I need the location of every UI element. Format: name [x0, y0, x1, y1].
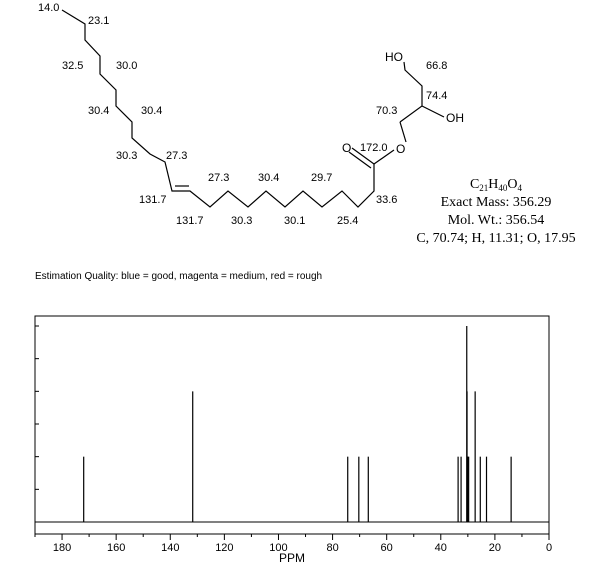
x-tick-label-80: 80: [326, 542, 338, 554]
shift-label-c10: 131.7: [139, 194, 167, 206]
formula-block: C21H40O4 Exact Mass: 356.29 Mol. Wt.: 35…: [416, 177, 575, 246]
shift-label-c1: 172.0: [360, 142, 388, 154]
shift-label-glycerol-ch2: 70.3: [376, 105, 397, 117]
alkyl-chain-bonds: [61, 9, 375, 208]
shift-label-c12: 30.3: [116, 150, 137, 162]
x-axis-ticks: 180 160 140 120 100 80 60 40 20 0: [34, 534, 552, 554]
x-tick-label-160: 160: [107, 542, 125, 554]
peak-lines: [83, 326, 512, 522]
shift-label-c13: 30.4: [141, 105, 162, 117]
x-tick-label-140: 140: [161, 542, 179, 554]
shift-label-glycerol-ch2oh: 66.8: [426, 60, 447, 72]
shift-label-c6: 30.4: [258, 172, 279, 184]
spectrum-chart: 180 160 140 120 100 80 60 40 20 0 PPM: [34, 315, 552, 565]
shift-label-c11: 27.3: [166, 150, 187, 162]
carbonyl-bond-2: [348, 151, 372, 169]
x-tick-label-60: 60: [381, 542, 393, 554]
mol-wt: Mol. Wt.: 356.54: [448, 213, 545, 228]
shift-label-c7: 30.3: [231, 215, 252, 227]
shift-label-c17: 23.1: [88, 15, 109, 27]
shift-label-c18: 14.0: [38, 2, 59, 14]
y-axis-ticks: [35, 325, 39, 523]
x-axis-label: PPM: [279, 551, 305, 565]
shift-label-c16: 32.5: [62, 60, 83, 72]
x-tick-label-40: 40: [435, 542, 447, 554]
shift-label-c5: 30.1: [284, 215, 305, 227]
x-tick-label-20: 20: [489, 542, 501, 554]
molecular-formula: C21H40O4: [470, 177, 523, 193]
shift-label-c14: 30.4: [88, 105, 109, 117]
ester-bond-1: [373, 149, 395, 165]
x-tick-label-180: 180: [53, 542, 71, 554]
x-tick-label-0: 0: [546, 542, 552, 554]
atom-oh-side: OH: [446, 111, 464, 125]
molecule-structure: [61, 9, 445, 208]
shift-label-c2: 33.6: [376, 194, 397, 206]
x-tick-label-100: 100: [269, 542, 287, 554]
ester-bond-2: [399, 121, 407, 143]
plot-frame: [34, 315, 550, 535]
molecule-labels: 14.0 23.1 32.5 30.0 30.4 30.4 30.3 27.3 …: [38, 2, 464, 227]
shift-label-c15: 30.0: [116, 60, 137, 72]
estimation-quality-note: Estimation Quality: blue = good, magenta…: [35, 271, 322, 282]
carbonyl-bond-1: [351, 147, 375, 165]
atom-o-carbonyl: O: [342, 141, 351, 155]
oh-bond: [421, 105, 445, 118]
x-tick-label-120: 120: [215, 542, 233, 554]
shift-label-glycerol-ch: 74.4: [426, 90, 447, 102]
atom-ho-top: HO: [385, 50, 403, 64]
shift-label-c4: 29.7: [311, 172, 332, 184]
elemental-composition: C, 70.74; H, 11.31; O, 17.95: [416, 231, 575, 246]
shift-label-c9: 131.7: [176, 215, 204, 227]
glycerol-bonds: [399, 61, 423, 123]
shift-label-c3: 25.4: [337, 215, 358, 227]
shift-label-c8: 27.3: [208, 172, 229, 184]
atom-o-ester: O: [396, 142, 405, 156]
exact-mass: Exact Mass: 356.29: [441, 195, 552, 210]
